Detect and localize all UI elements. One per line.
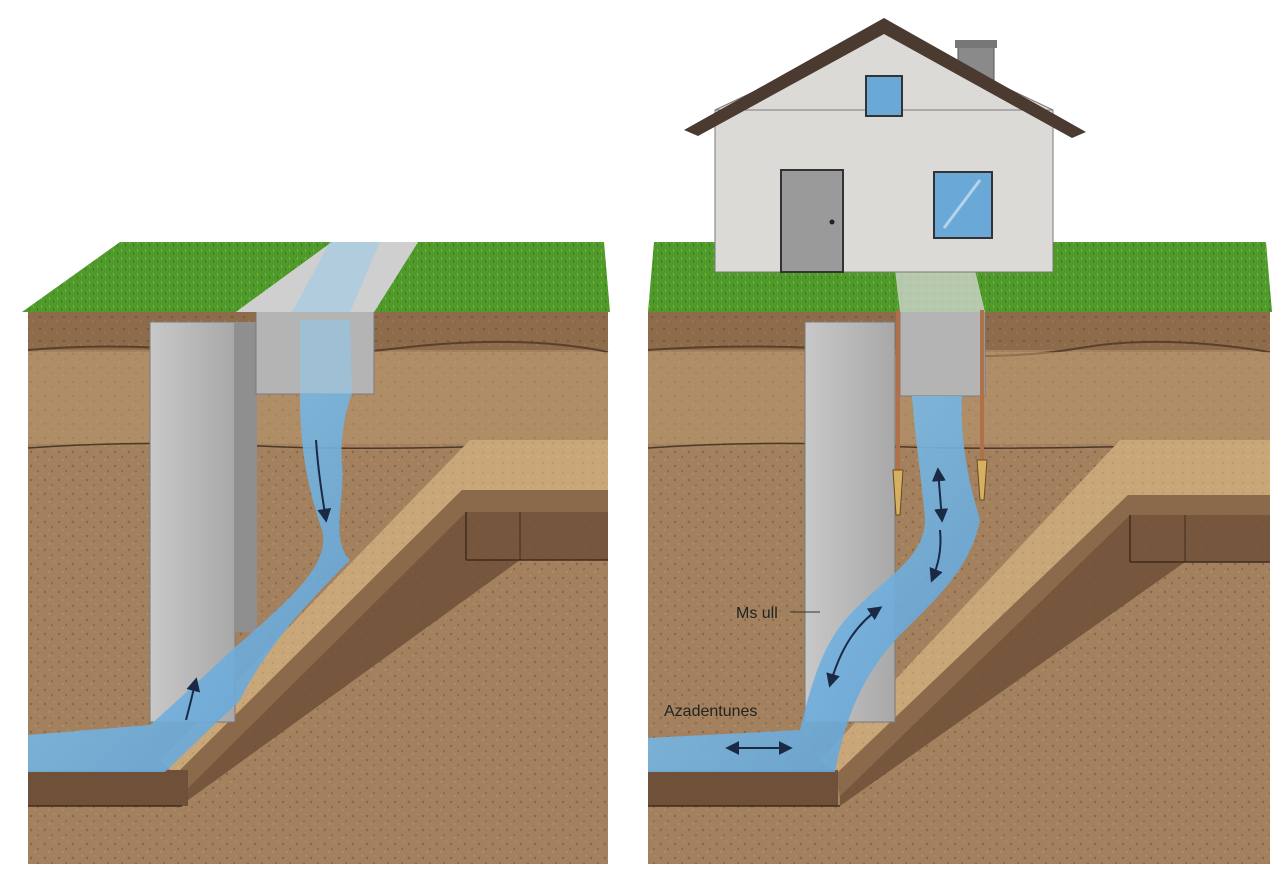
right-sand-layer (820, 440, 1270, 775)
right-concrete-box (899, 305, 986, 397)
left-cross-section (22, 242, 610, 864)
left-water-stream (28, 394, 352, 772)
right-water-stream (648, 396, 980, 772)
flow-arrow-icon (929, 529, 943, 583)
house-icon (684, 18, 1086, 273)
left-grass-right (374, 242, 610, 312)
left-grass-left (22, 242, 332, 312)
left-channel-bed (28, 770, 188, 806)
flow-arrow-icon (315, 439, 332, 523)
flow-arrow-icon (931, 467, 949, 523)
left-sand-layer (160, 440, 608, 775)
label-azadentunes: Azadentunes (664, 703, 757, 720)
left-concrete-slab (236, 242, 418, 312)
flow-arrow-icon (185, 677, 201, 721)
label-ms-ull: Ms ull (736, 605, 778, 622)
house-attic-window (865, 75, 903, 117)
right-cross-section: Ms ull Azadentunes (647, 18, 1272, 864)
right-channel-bed (648, 770, 838, 806)
house-wall (714, 109, 1054, 273)
flow-arrow-icon (826, 606, 883, 688)
house-door (780, 169, 844, 273)
